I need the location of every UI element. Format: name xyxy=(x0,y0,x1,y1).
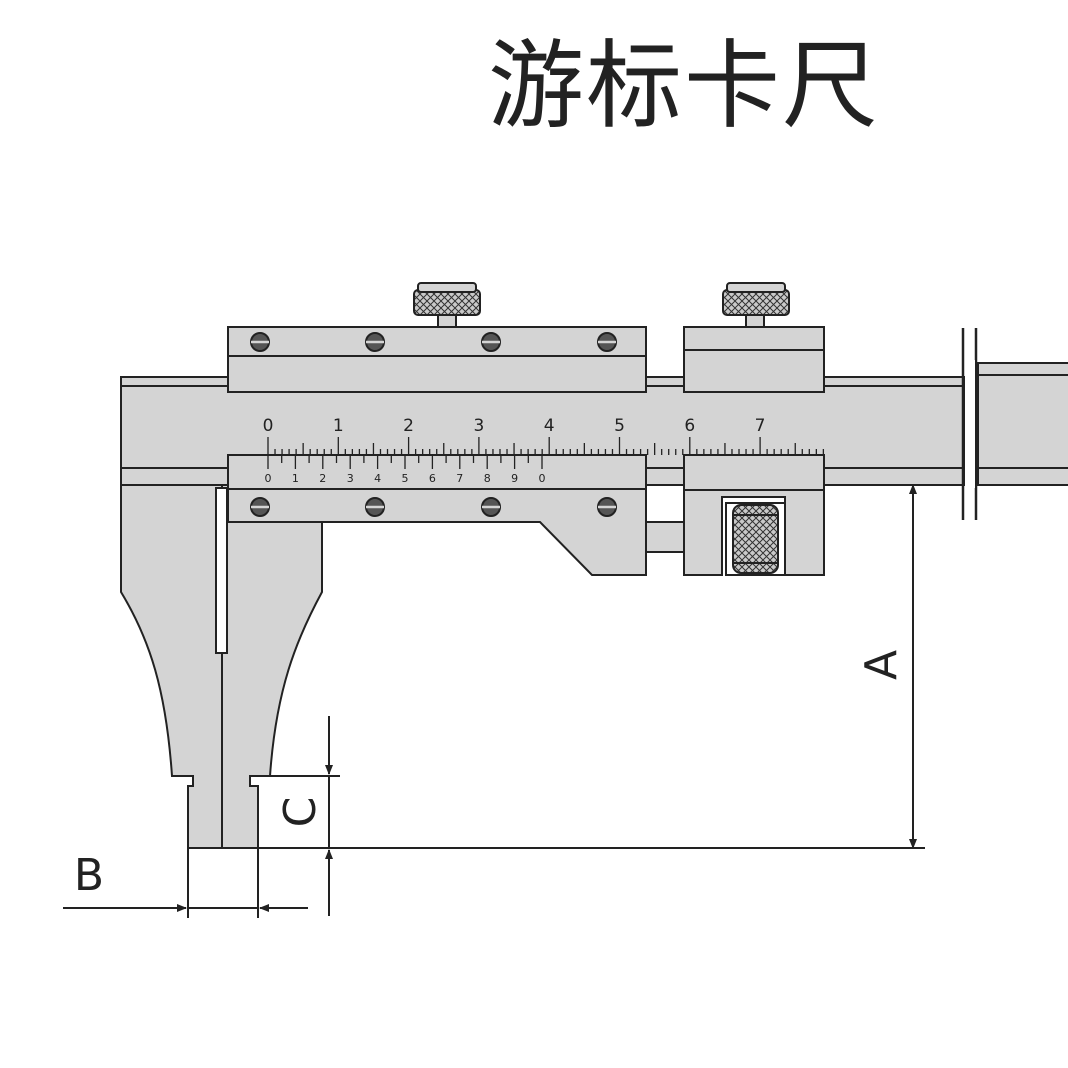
main-scale-label: 7 xyxy=(755,416,766,436)
adjust-block-top xyxy=(683,326,825,393)
vernier-scale-label: 8 xyxy=(484,472,491,485)
main-scale-label: 1 xyxy=(333,416,344,436)
vernier-scale-label: 7 xyxy=(456,472,463,485)
vernier-scale-labels: 0 1 2 3 4 5 6 7 8 9 0 xyxy=(265,472,546,485)
vernier-scale-label: 4 xyxy=(374,472,381,485)
vernier-scale-label: 5 xyxy=(402,472,409,485)
fixed-jaw xyxy=(120,376,966,849)
vernier-scale-label: 1 xyxy=(292,472,299,485)
depth-rod-slot xyxy=(215,487,228,654)
main-scale-label: 0 xyxy=(263,416,274,436)
main-scale-label: 5 xyxy=(614,416,625,436)
vernier-scale-label: 0 xyxy=(539,472,546,485)
lock-screw-knob-1[interactable] xyxy=(413,289,481,316)
vernier-scale-label: 9 xyxy=(511,472,518,485)
page-title: 游标卡尺 xyxy=(488,30,880,142)
lock-screw-knob-2[interactable] xyxy=(722,289,790,316)
vernier-scale-label: 2 xyxy=(319,472,326,485)
dimension-B-label: B xyxy=(74,850,104,901)
main-scale-label: 3 xyxy=(473,416,484,436)
vernier-scale-label: 6 xyxy=(429,472,436,485)
beam-right xyxy=(977,362,1068,486)
dimension-A-label: A xyxy=(856,650,907,680)
dimension-C-label: C xyxy=(275,797,326,828)
fine-adjust-wheel[interactable] xyxy=(732,504,779,574)
slider-bottom-plate xyxy=(227,454,647,576)
main-scale-label: 6 xyxy=(684,416,695,436)
slider-top-plate xyxy=(227,326,647,393)
vernier-scale-label: 0 xyxy=(265,472,272,485)
adjust-block-bottom xyxy=(683,454,825,576)
main-scale-labels: 0 1 2 3 4 5 6 7 xyxy=(263,416,766,436)
vernier-scale-ticks xyxy=(267,455,543,469)
main-scale-label: 2 xyxy=(403,416,414,436)
main-scale-label: 4 xyxy=(544,416,555,436)
main-scale-ticks xyxy=(267,437,825,455)
vernier-scale-label: 3 xyxy=(347,472,354,485)
